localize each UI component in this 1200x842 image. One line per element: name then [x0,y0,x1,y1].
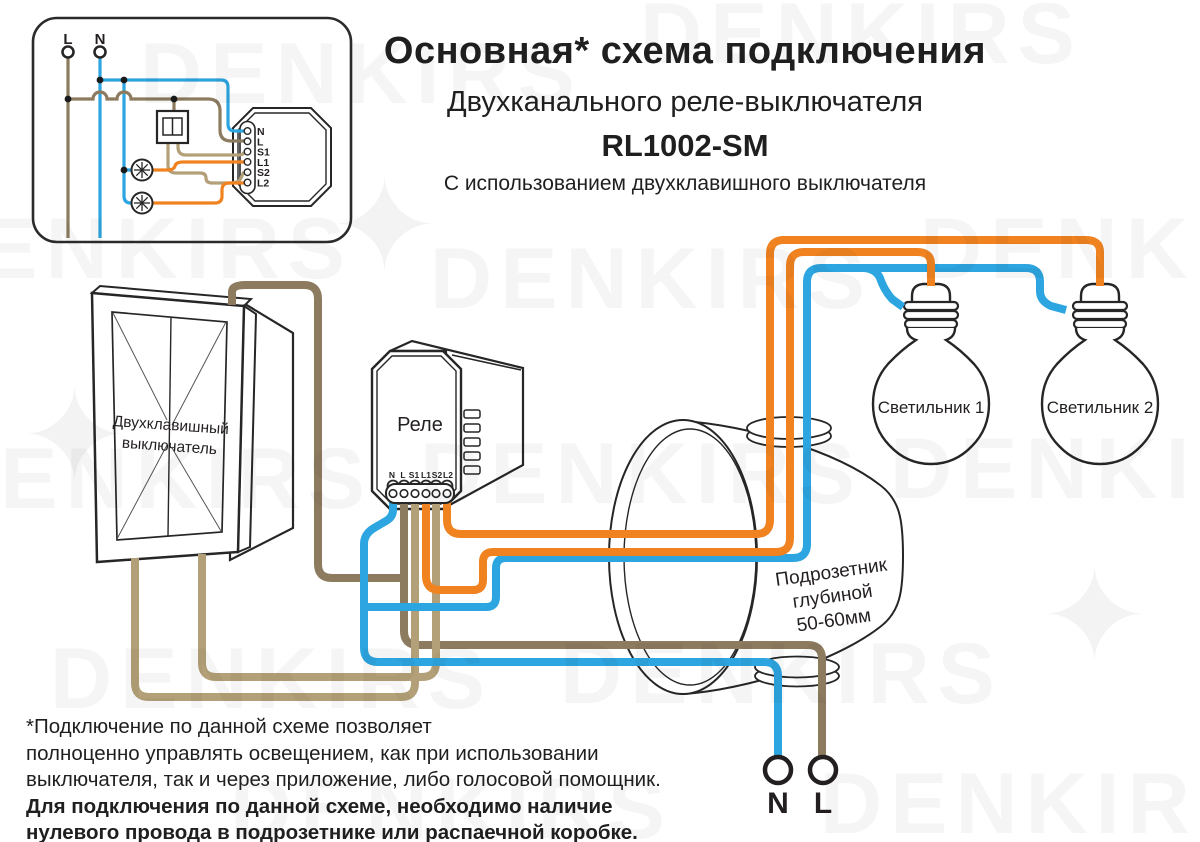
inset-wire-neutral-to-relay [100,78,244,133]
mains-terminal-n [762,754,794,786]
relay-pin-s1-label: S1 [409,470,420,480]
switch-key-bevel-lines [112,312,227,540]
inset-terminal-n [93,45,107,59]
inset-border [31,16,353,244]
relay-terminal-strip [385,483,455,504]
inset-pin-l: L [257,136,264,148]
wire-neutral-relay-to-mains [360,498,782,757]
footnote: *Подключение по данной схеме позволяет п… [26,714,661,842]
inset-switch-symbol [155,109,190,145]
mains-terminal-n-label: N [767,787,789,820]
inset-relay-outline [232,107,332,207]
inset-pin-s1: S1 [257,147,270,159]
wire-l1-to-bulb1 [422,248,935,594]
inset-wire-live-horizontal [68,90,244,143]
inset-pin-n: N [257,126,265,138]
relay-pin-l1-label: L1 [421,470,431,480]
relay-pin-n-label: N [389,470,395,480]
inset-terminal-l [61,45,75,59]
inset-wire-l2 [153,181,244,205]
wire-s2-to-switch-right-key [198,498,440,681]
inset-schematic: N L S1 L1 S2 L2 [31,16,353,244]
light-bulb-1: Светильник 1 [871,282,991,466]
inset-lamp1-symbol [130,158,154,182]
light-bulb-2-label: Светильник 2 [1047,398,1154,417]
two-key-switch: Двухклавишный выключатель [89,284,295,564]
wire-l2-to-bulb2 [443,236,1104,538]
relay-pin-l2-label: L2 [443,470,453,480]
inset-pin-l1: L1 [257,157,269,169]
inset-relay-pin-labels: N L S1 L1 S2 L2 [257,126,270,190]
relay-terminal-labels: N L S1 L1 S2 L2 [389,470,453,480]
inset-lamp2-symbol [130,191,154,215]
page-subtitle: Двухканального реле-выключателя [447,86,923,118]
relay-label: Реле [397,414,443,436]
inset-wire-s1 [176,143,246,157]
wire-neutral-to-bulbs [364,264,1068,611]
relay-module: Реле [370,339,525,511]
relay-pin-s2-label: S2 [432,470,443,480]
light-bulb-1-label: Светильник 1 [878,398,985,417]
mains-terminal-l-label: L [814,787,832,820]
inset-wire-s2 [166,143,246,185]
inset-junction-dots [64,76,178,174]
switch-key-divider [167,316,172,537]
main-wires [131,236,1104,757]
model-number: RL1002-SM [601,128,769,163]
relay-side-clips [463,409,481,475]
inset-relay-pins [243,126,252,187]
page-title: Основная* схема подключения [383,30,987,72]
wire-neutral-bulb1-branch [863,264,906,311]
inset-wire-l1 [153,160,244,172]
footnote-line1: *Подключение по данной схеме позволяет [26,715,432,738]
relay-terminal-block: N L S1 L1 S2 L2 [385,470,455,504]
inset-pin-s2: S2 [257,167,270,179]
inset-terminal-l-label: L [63,31,72,48]
light-bulb-2: Светильник 2 [1040,282,1160,466]
wire-s1-to-switch-left-key [131,498,419,701]
inset-relay-inner-outline [237,112,327,202]
footnote-line4: Для подключения по данной схеме, необход… [26,794,613,818]
mains-terminals: N L [762,754,839,820]
footnote-line5: нулевого провода в подрозетнике или расп… [26,821,638,842]
wire-live-to-switch [228,281,404,582]
footnote-line2: полноценно управлять освещением, как при… [26,741,599,765]
switch-label-line2: выключатель [121,435,217,459]
footnote-line3: выключателя, так и через приложение, либ… [26,768,661,792]
inset-pin-l2: L2 [257,178,269,190]
wire-live-mains-to-relay [400,498,826,757]
relay-terminal-pins [388,488,452,499]
inset-terminal-n-label: N [95,31,106,48]
title-note: С использованием двухклавишного выключат… [443,172,927,195]
mains-terminal-l [807,754,839,786]
title-block: Основная* схема подключения Двухканально… [350,30,1020,196]
relay-pin-l-label: L [400,470,405,480]
